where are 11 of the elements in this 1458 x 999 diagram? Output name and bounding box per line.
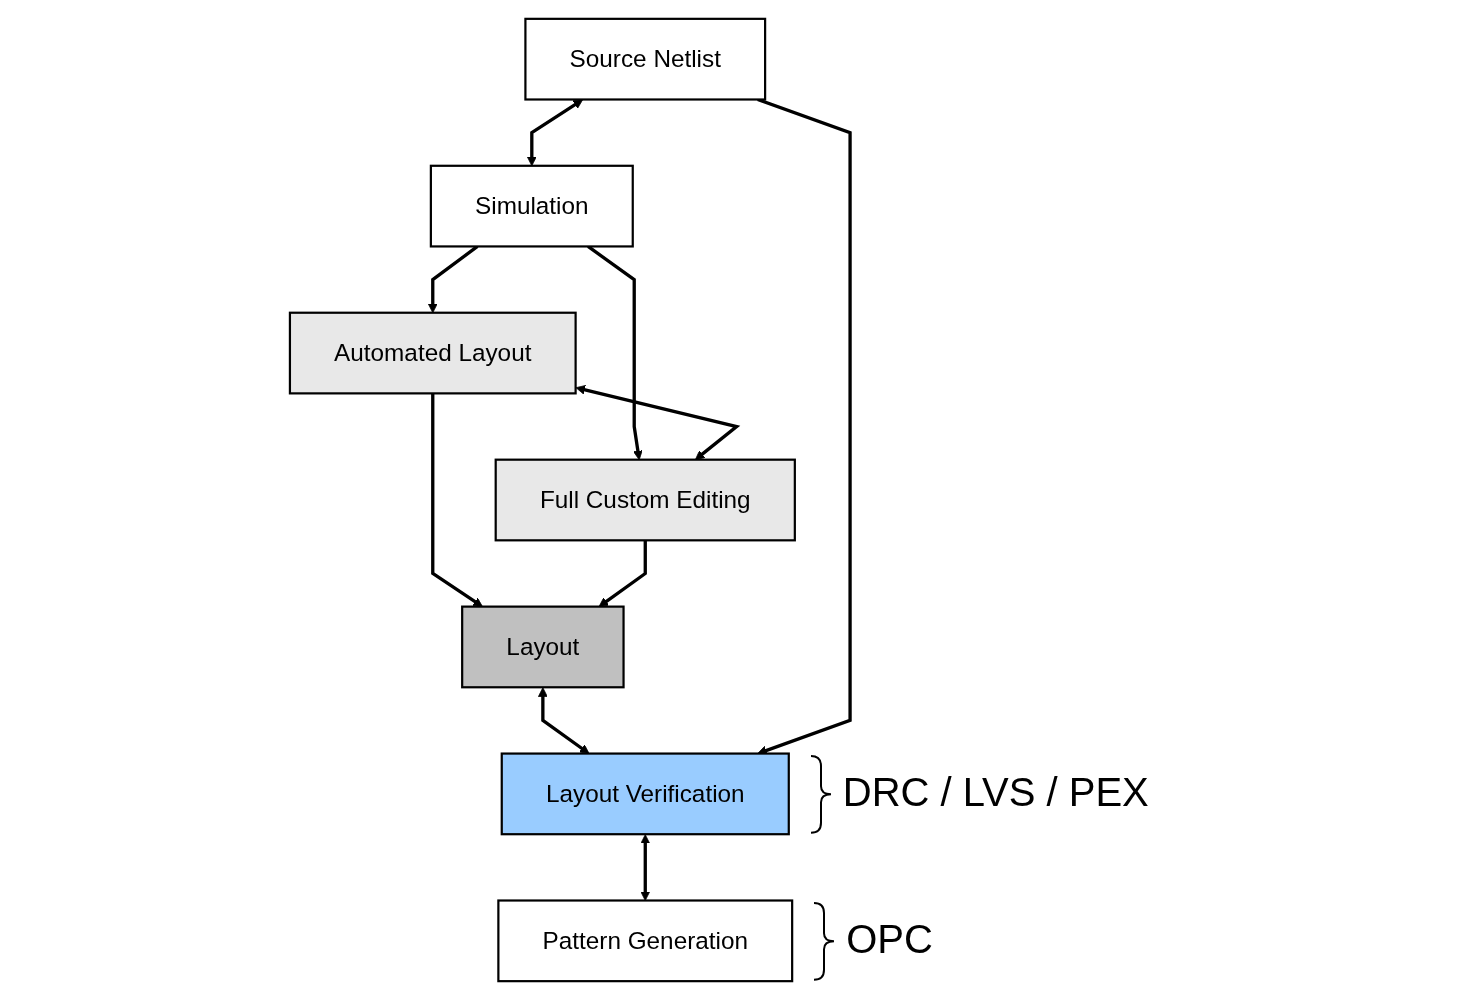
arrow	[640, 834, 651, 901]
node-box: Simulation	[429, 164, 634, 248]
node-box: Layout	[461, 605, 625, 689]
annotation-text: OPC	[846, 916, 933, 962]
annotation-text: DRC / LVS / PEX	[842, 769, 1149, 815]
node-box: Full Custom Editing	[494, 458, 796, 542]
node-box: Layout Verification	[500, 752, 790, 836]
arrow	[538, 687, 590, 754]
node-box: Automated Layout	[288, 311, 577, 395]
node-box: Pattern Generation	[497, 899, 794, 983]
node-box: Source Netlist	[524, 17, 767, 101]
